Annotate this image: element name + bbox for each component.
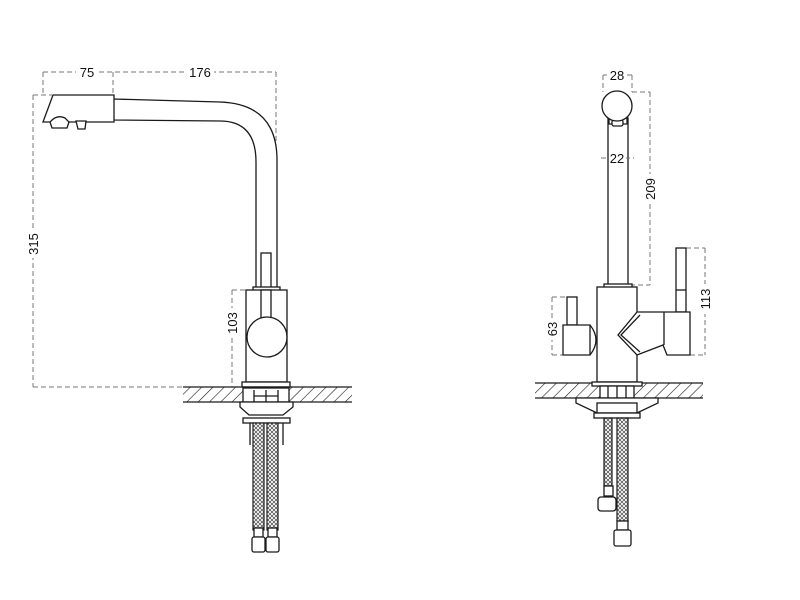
dim-spout-height: 209 bbox=[643, 178, 658, 200]
dim-right-lever-height: 113 bbox=[698, 289, 713, 310]
left-lever bbox=[566, 296, 578, 326]
dim-spout-head-length: 75 bbox=[80, 65, 94, 80]
hose-nut bbox=[613, 529, 632, 547]
spout-head bbox=[601, 90, 633, 122]
dim-body-height: 103 bbox=[225, 312, 240, 334]
hose-nut bbox=[265, 536, 280, 553]
left-handle bbox=[562, 324, 597, 356]
right-lever bbox=[675, 247, 687, 313]
spout-tube bbox=[112, 98, 278, 291]
hose-nut bbox=[251, 536, 266, 553]
hose-ferrule bbox=[267, 527, 278, 538]
mounting-bracket bbox=[239, 401, 294, 416]
lever-shaft bbox=[260, 289, 272, 321]
aerator-icon bbox=[75, 120, 87, 130]
fixing-plate bbox=[242, 417, 291, 424]
fixing-plate bbox=[593, 412, 641, 419]
front-dimension-lines bbox=[551, 74, 706, 356]
base-ring bbox=[241, 381, 291, 388]
hose-ferrule bbox=[616, 520, 629, 531]
dim-spout-head-width: 28 bbox=[610, 68, 624, 83]
mounting-nut bbox=[596, 402, 638, 414]
spout-head bbox=[42, 94, 115, 123]
hose-ferrule bbox=[603, 485, 614, 497]
supply-hose bbox=[266, 422, 279, 531]
aerator-icon bbox=[49, 116, 70, 129]
cartridge-cap bbox=[246, 316, 288, 358]
right-handle bbox=[617, 311, 691, 356]
side-view: 75 176 315 103 bbox=[26, 65, 352, 553]
dim-left-lever-height: 63 bbox=[545, 322, 560, 336]
spout-tube bbox=[607, 117, 629, 289]
dim-tube-diameter: 22 bbox=[610, 151, 624, 166]
front-view: 28 22 209 113 63 bbox=[535, 68, 713, 547]
supply-hose bbox=[603, 417, 613, 487]
supply-hose bbox=[616, 417, 629, 522]
hose-ferrule bbox=[253, 527, 264, 538]
dim-total-height: 315 bbox=[26, 233, 41, 255]
supply-hose bbox=[252, 422, 265, 531]
dim-spout-reach: 176 bbox=[189, 65, 211, 80]
hose-nut bbox=[597, 496, 617, 512]
